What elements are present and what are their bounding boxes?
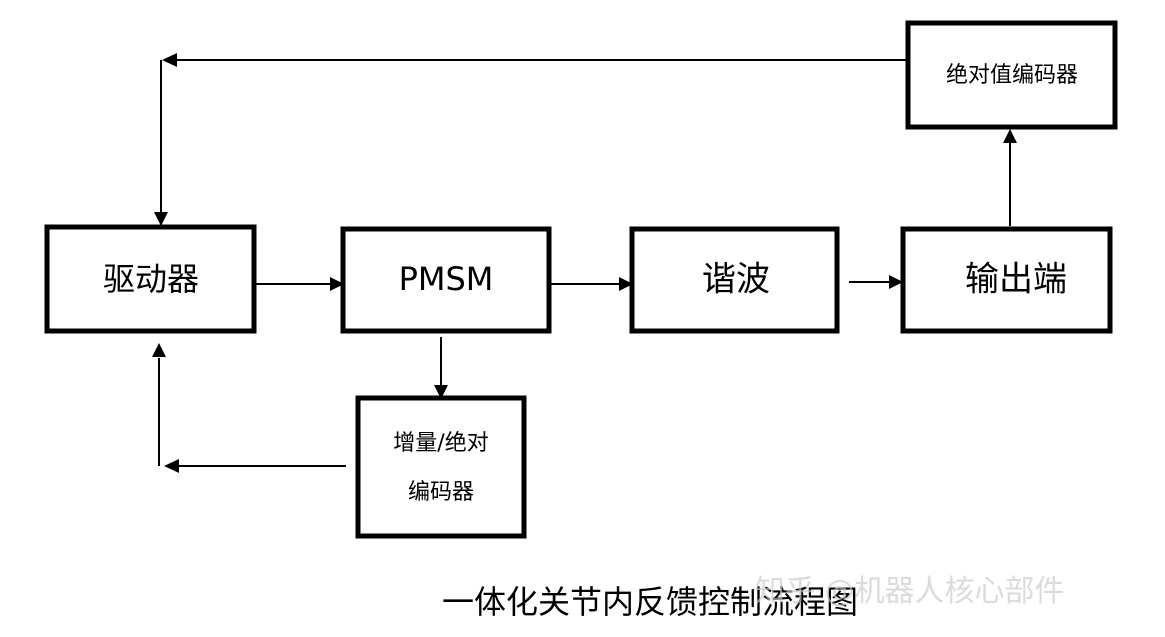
incremental-encoder-label-line2: 编码器 [408, 480, 474, 505]
output-box [900, 226, 1113, 334]
pmsm-label: PMSM [399, 260, 494, 298]
arrowhead-output-to-abs-encoder [1003, 129, 1017, 143]
absolute-encoder-label: 绝对值编码器 [946, 63, 1078, 88]
absolute-encoder-box [905, 20, 1118, 130]
output-label: 输出端 [965, 260, 1067, 300]
harmonic-label: 谐波 [702, 260, 770, 300]
arrowhead-inc-encoder-loop-corner [164, 459, 179, 473]
arrowhead-driver-to-pmsm [330, 277, 344, 291]
driver-label: 驱动器 [103, 260, 199, 298]
arrowhead-pmsm-to-harmonic [619, 277, 633, 291]
arrowhead-inc-encoder-to-driver [152, 343, 166, 357]
arrowhead-abs-encoder-to-driver [154, 212, 168, 226]
arrowhead-harmonic-to-output [889, 275, 903, 289]
driver-box [44, 224, 257, 334]
diagram-caption: 一体化关节内反馈控制流程图 [442, 583, 858, 621]
harmonic-box [629, 226, 840, 334]
arrowhead-pmsm-to-inc-encoder [434, 385, 448, 399]
pmsm-box [340, 226, 552, 334]
incremental-encoder-label-line1: 增量/绝对 [393, 431, 488, 456]
arrowhead-abs-encoder-loop-corner [162, 53, 177, 67]
incremental-encoder-box [355, 395, 527, 539]
